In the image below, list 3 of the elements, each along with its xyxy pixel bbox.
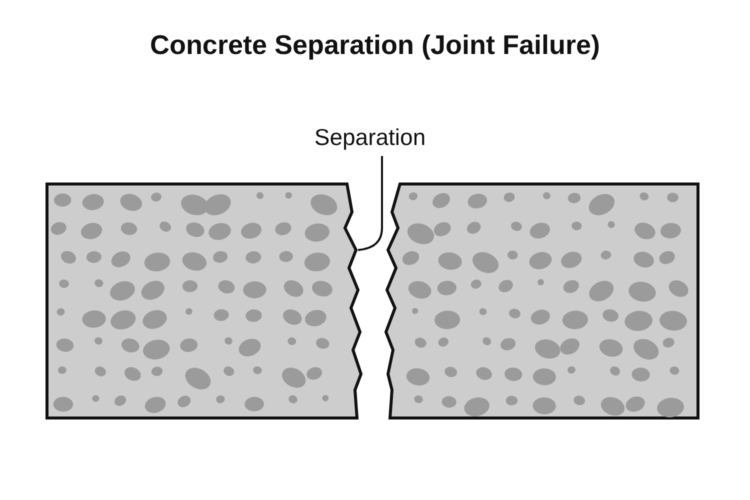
leader-line bbox=[358, 156, 383, 251]
separation-label: Separation bbox=[290, 124, 450, 154]
title: Concrete Separation (Joint Failure) bbox=[148, 30, 602, 61]
